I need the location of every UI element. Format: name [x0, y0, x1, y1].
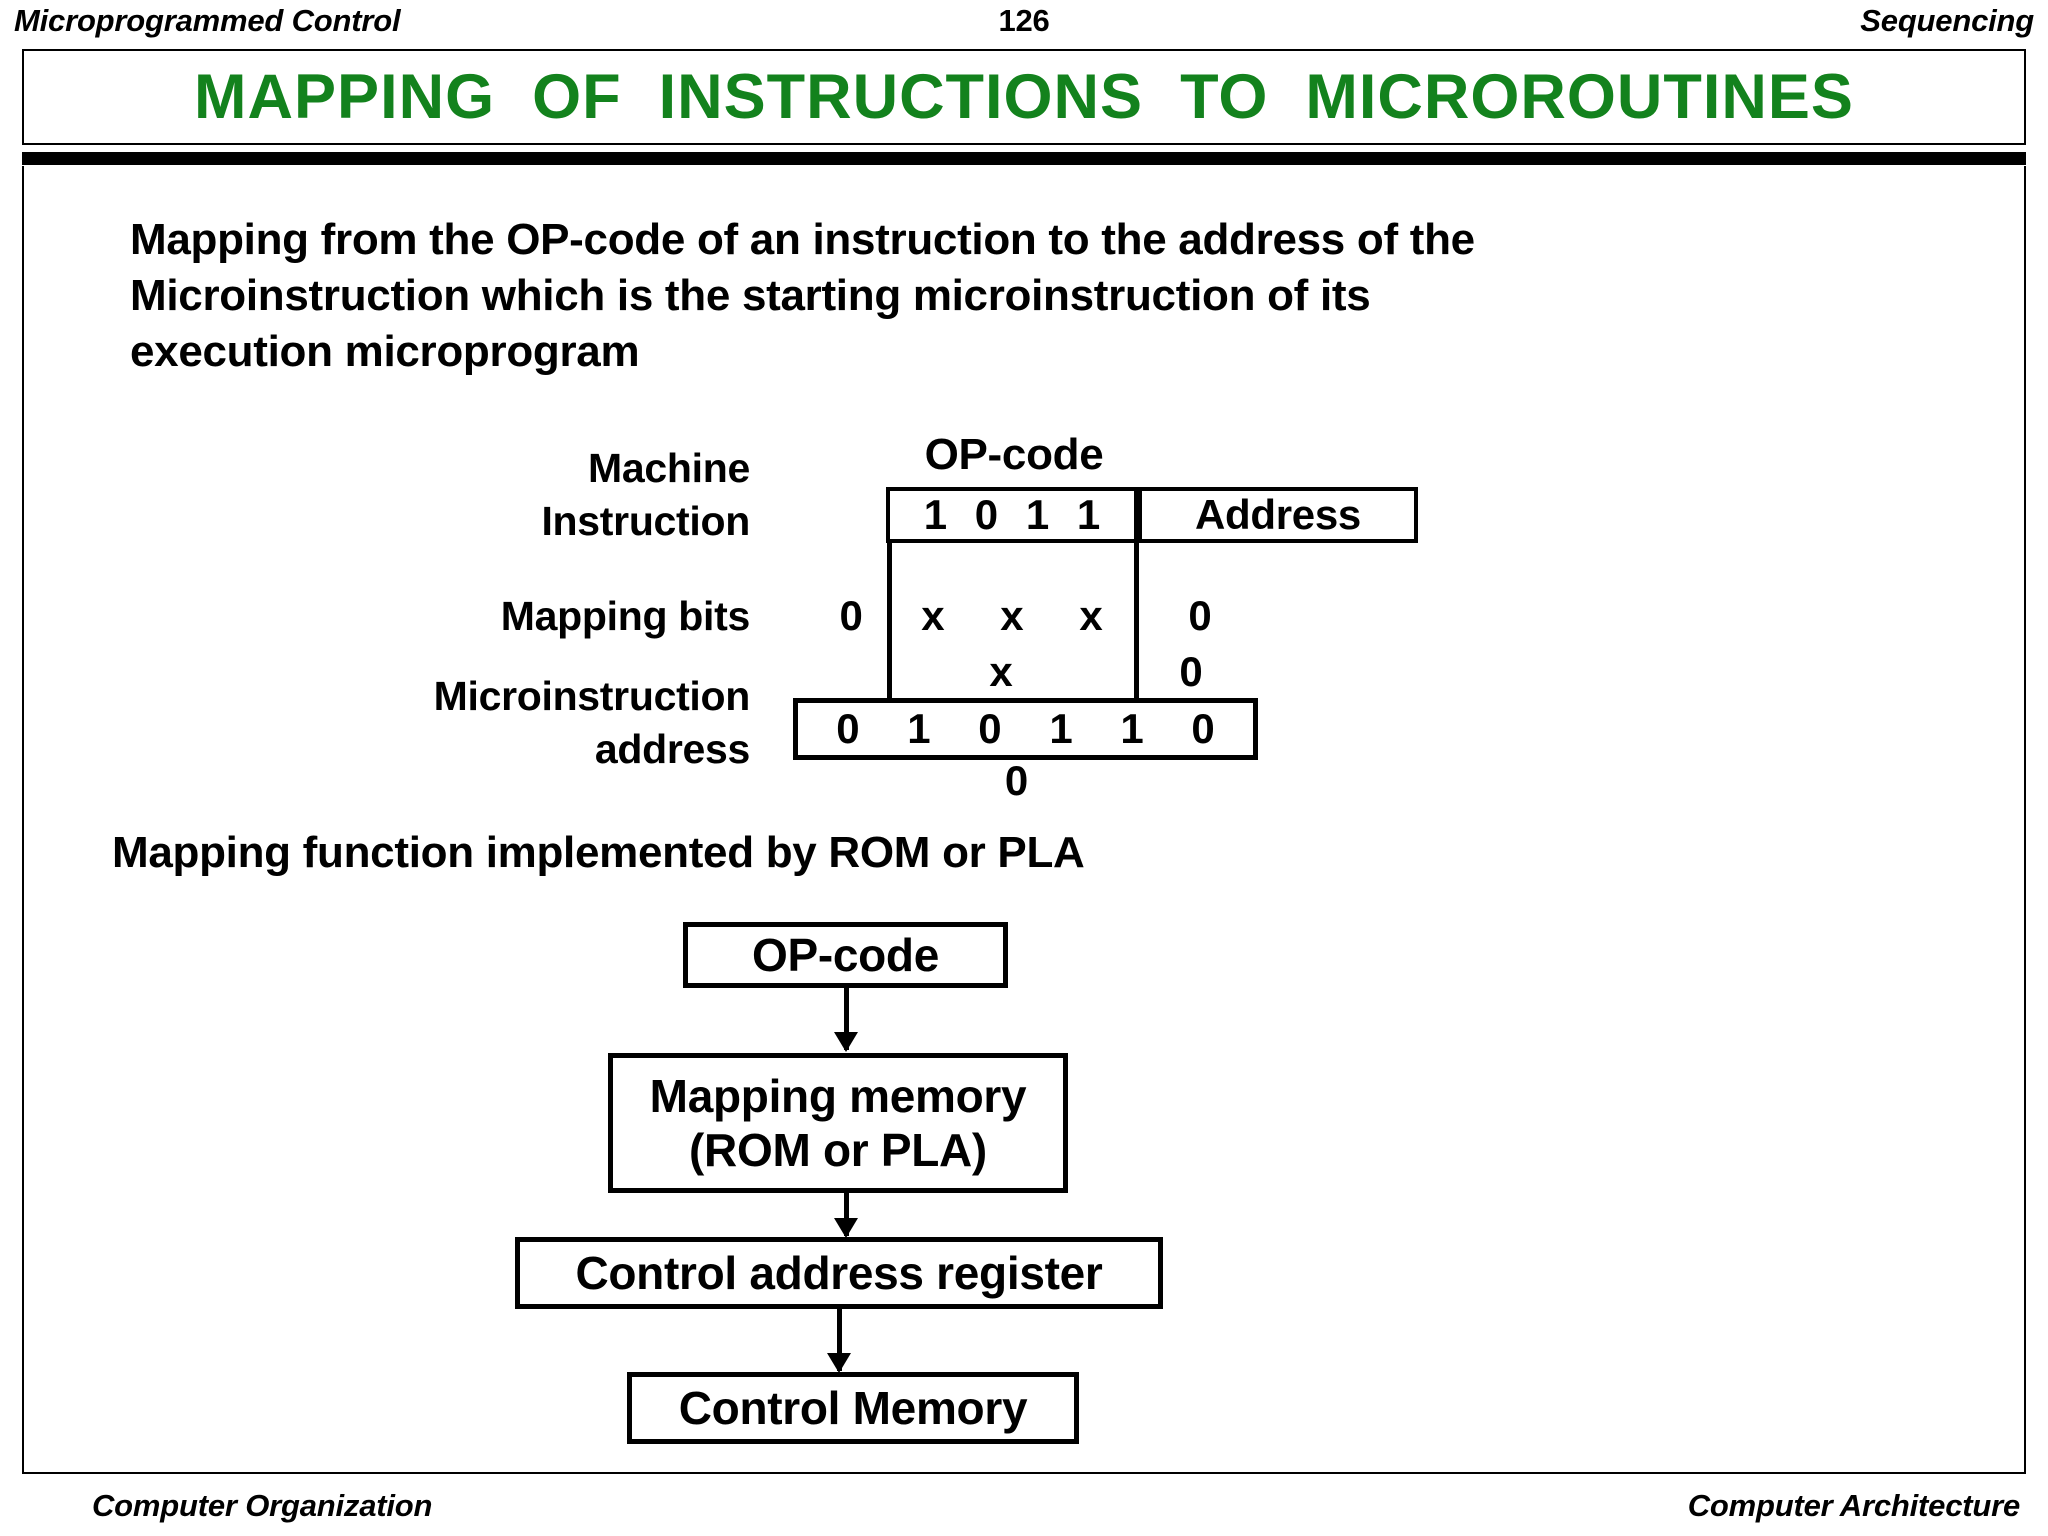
microinstruction-address-label-line1: Microinstruction: [433, 673, 751, 719]
title-frame: MAPPING OF INSTRUCTIONS TO MICROROUTINES: [22, 49, 2026, 145]
flow-arrow-car-to-control-memory: [827, 1309, 851, 1373]
header-left-text: Microprogrammed Control: [14, 3, 401, 38]
running-header: Microprogrammed Control 126 Sequencing: [0, 0, 2048, 44]
intro-paragraph: Mapping from the OP-code of an instructi…: [130, 215, 1475, 376]
slide-title: MAPPING OF INSTRUCTIONS TO MICROROUTINES: [194, 62, 1854, 132]
flow-arrow-mapping-memory-to-car: [834, 1193, 858, 1238]
mapping-function-note: Mapping function implemented by ROM or P…: [112, 828, 1085, 877]
mapping-bits-suffix: 0 0: [1179, 592, 1230, 695]
microinstruction-address-label-line2: address: [594, 726, 750, 772]
mapping-bits-xfield: x x x x: [921, 592, 1125, 695]
header-right-text: Sequencing: [1860, 3, 2034, 38]
opcode-caption: OP-code: [924, 430, 1104, 479]
machine-instruction-label-line1: Machine: [588, 445, 750, 491]
flow-box-mapping-memory: Mapping memory (ROM or PLA): [608, 1053, 1068, 1193]
title-divider-rule: [22, 152, 2026, 165]
machine-instruction-label-line2: Instruction: [541, 498, 750, 544]
opcode-bits-cell: 1 0 1 1: [886, 487, 1138, 543]
flow-box-control-address-register: Control address register: [515, 1237, 1163, 1309]
footer-left-text: Computer Organization: [92, 1488, 433, 1523]
microinstruction-address-bits: 0 1 0 1 1 0 0: [793, 698, 1258, 804]
microinstruction-address-label: Microinstruction address: [230, 670, 751, 776]
flow-box-opcode: OP-code: [683, 922, 1008, 988]
footer-right-text: Computer Architecture: [1687, 1488, 2020, 1523]
mapping-bits-label: Mapping bits: [500, 593, 751, 639]
opcode-right-connector-line: [1134, 543, 1139, 700]
mapping-bits-prefix: 0: [839, 592, 863, 639]
flow-arrow-opcode-to-mapping-memory: [834, 988, 858, 1052]
slide-footer: Computer Organization Computer Architect…: [0, 1484, 2048, 1534]
machine-instruction-label: Machine Instruction: [280, 442, 750, 548]
flow-box-control-memory: Control Memory: [627, 1372, 1079, 1444]
opcode-left-connector-line: [887, 543, 892, 700]
address-field-cell: Address: [1138, 487, 1418, 543]
content-frame: [22, 166, 2026, 1474]
page-number: 126: [998, 3, 1050, 38]
